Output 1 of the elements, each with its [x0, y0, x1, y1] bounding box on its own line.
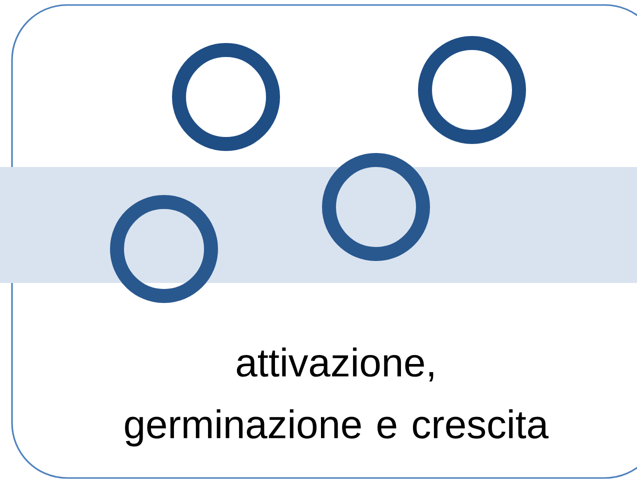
rounded-box: attivazione, germinazione e crescita: [11, 4, 637, 479]
